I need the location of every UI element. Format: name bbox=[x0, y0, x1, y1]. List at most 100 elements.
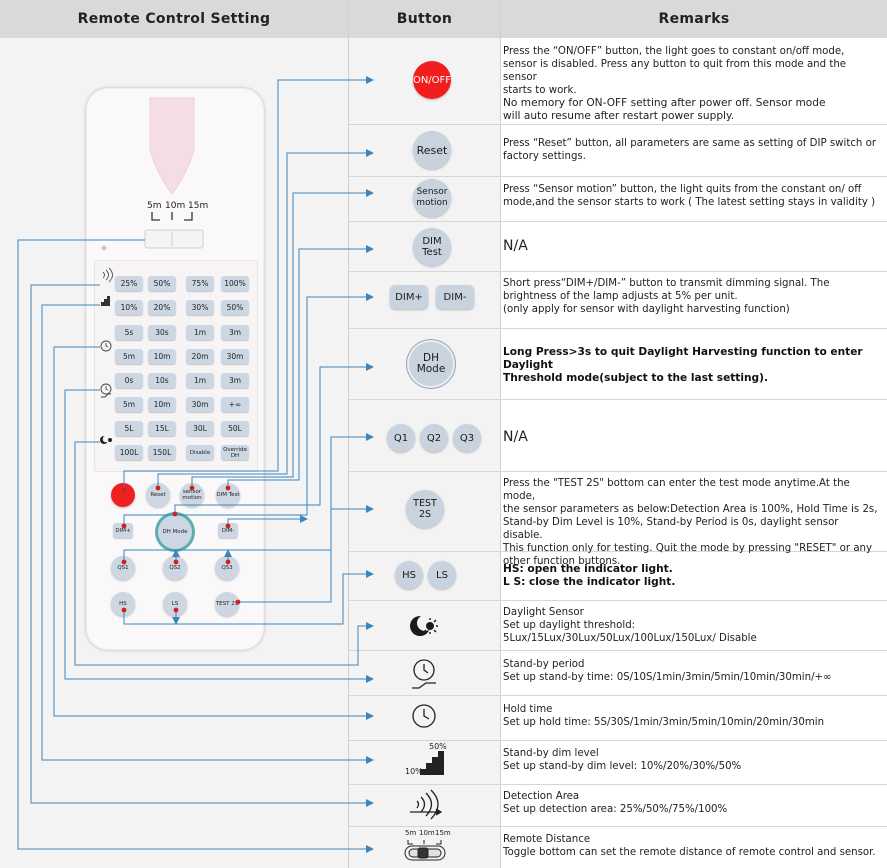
keypad-key-r6-c1[interactable]: 5m bbox=[115, 397, 143, 412]
column-divider bbox=[500, 0, 501, 868]
keypad-key-r6-c3[interactable]: 30m bbox=[186, 397, 214, 412]
anchor-dot bbox=[173, 607, 179, 613]
reset-button[interactable]: Reset bbox=[413, 131, 451, 169]
remark-line: Daylight Sensor bbox=[503, 607, 584, 618]
line-distance bbox=[17, 239, 374, 853]
daylight-mini-icon bbox=[100, 435, 112, 444]
keypad-key-r6-c4[interactable]: +∞ bbox=[221, 397, 249, 412]
row-divider bbox=[349, 551, 887, 552]
indicator-dot bbox=[101, 245, 107, 251]
remark-standby-dim: Stand-by dim level Set up stand-by dim l… bbox=[503, 747, 881, 773]
ls-button[interactable]: LS bbox=[428, 561, 456, 589]
anchor-dot bbox=[173, 559, 179, 565]
remark-line: Set up stand-by time: 0S/10S/1min/3min/5… bbox=[503, 672, 832, 683]
clock-standby-mini-icon bbox=[100, 383, 112, 398]
remote-dim-minus-button[interactable]: DIM- bbox=[218, 523, 238, 538]
keypad-key-r5-c2[interactable]: 10s bbox=[148, 373, 176, 388]
line-dim-test bbox=[227, 245, 374, 488]
keypad-key-r8-c3[interactable]: Disable bbox=[186, 445, 214, 460]
line-standby-period bbox=[64, 389, 374, 683]
remote-test-2s-button[interactable]: TEST 2S bbox=[215, 592, 239, 616]
remark-line: HS: open the indicator light. bbox=[503, 563, 673, 575]
line-sensor-motion bbox=[191, 189, 374, 488]
dim-minus-button[interactable]: DIM- bbox=[436, 285, 474, 309]
keypad-key-r5-c1[interactable]: 0s bbox=[115, 373, 143, 388]
keypad-key-r5-c3[interactable]: 1m bbox=[186, 373, 214, 388]
remark-line: Press “Reset” button, all parameters are… bbox=[503, 138, 877, 149]
keypad-key-r6-c2[interactable]: 10m bbox=[148, 397, 176, 412]
keypad-key-r2-c3[interactable]: 30% bbox=[186, 300, 214, 315]
keypad-key-r1-c2[interactable]: 50% bbox=[148, 276, 176, 291]
keypad-key-r5-c4[interactable]: 3m bbox=[221, 373, 249, 388]
keypad-key-r3-c3[interactable]: 1m bbox=[186, 325, 214, 340]
keypad-key-r2-c4[interactable]: 50% bbox=[221, 300, 249, 315]
header-remote-control-setting: Remote Control Setting bbox=[0, 0, 348, 38]
hs-button[interactable]: HS bbox=[395, 561, 423, 589]
q3-button[interactable]: Q3 bbox=[453, 424, 481, 452]
keypad-key-r8-c4[interactable]: Override DH bbox=[221, 445, 249, 460]
daylight-sensor-icon bbox=[410, 615, 438, 636]
keypad-key-r7-c1[interactable]: 5L bbox=[115, 421, 143, 436]
anchor-dot bbox=[235, 599, 241, 605]
keypad-key-r7-c2[interactable]: 15L bbox=[148, 421, 176, 436]
remark-line: 5Lux/15Lux/30Lux/50Lux/100Lux/150Lux/ Di… bbox=[503, 633, 757, 644]
on-off-button[interactable]: ON/OFF bbox=[413, 61, 451, 99]
dh-mode-button[interactable]: DH Mode bbox=[409, 342, 453, 386]
keypad-key-r8-c2[interactable]: 150L bbox=[148, 445, 176, 460]
remark-line: Stand-by Dim Level is 10%, Stand-by Peri… bbox=[503, 517, 839, 541]
detection-mini-icon bbox=[102, 267, 113, 283]
remote-on-off-button[interactable] bbox=[111, 483, 135, 507]
anchor-dot bbox=[225, 559, 231, 565]
line-standby-dim bbox=[41, 304, 374, 764]
keypad-key-r1-c3[interactable]: 75% bbox=[186, 276, 214, 291]
distance-bracket bbox=[151, 212, 193, 221]
row-divider bbox=[349, 650, 887, 651]
hold-time-icon bbox=[412, 704, 436, 728]
keypad-key-r3-c2[interactable]: 30s bbox=[148, 325, 176, 340]
keypad-key-r4-c2[interactable]: 10m bbox=[148, 349, 176, 364]
dim-plus-button[interactable]: DIM+ bbox=[390, 285, 428, 309]
keypad-key-r2-c2[interactable]: 20% bbox=[148, 300, 176, 315]
keypad-key-r1-c4[interactable]: 100% bbox=[221, 276, 249, 291]
dim-test-button[interactable]: DIM Test bbox=[413, 228, 451, 266]
q2-button[interactable]: Q2 bbox=[420, 424, 448, 452]
keypad-key-r8-c1[interactable]: 100L bbox=[115, 445, 143, 460]
q1-button[interactable]: Q1 bbox=[387, 424, 415, 452]
anchor-dot bbox=[189, 485, 195, 491]
remark-line: No memory for ON-OFF setting after power… bbox=[503, 97, 826, 109]
header-remarks: Remarks bbox=[501, 0, 887, 38]
keypad-key-r4-c1[interactable]: 5m bbox=[115, 349, 143, 364]
remark-line: (only apply for sensor with daylight har… bbox=[503, 304, 790, 315]
keypad-key-r7-c4[interactable]: 50L bbox=[221, 421, 249, 436]
remark-hs-ls: HS: open the indicator light. L S: close… bbox=[503, 563, 881, 589]
remote-dh-mode-button[interactable]: DH Mode bbox=[158, 515, 192, 549]
remark-line: sensor is disabled. Press any button to … bbox=[503, 59, 847, 83]
row-divider bbox=[349, 399, 887, 400]
anchor-dot bbox=[225, 485, 231, 491]
distance-switch[interactable] bbox=[144, 229, 204, 249]
keypad-key-r1-c1[interactable]: 25% bbox=[115, 276, 143, 291]
test-2s-button[interactable]: TEST 2S bbox=[406, 490, 444, 528]
remark-distance: Remote Distance Toggle bottom can set th… bbox=[503, 833, 881, 859]
column-divider bbox=[348, 0, 349, 868]
remark-sensor-motion: Press “Sensor motion” button, the light … bbox=[503, 183, 881, 209]
line-detection bbox=[30, 284, 374, 807]
row-divider bbox=[349, 695, 887, 696]
keypad-key-r3-c4[interactable]: 3m bbox=[221, 325, 249, 340]
keypad-key-r4-c4[interactable]: 30m bbox=[221, 349, 249, 364]
remote-dim-plus-button[interactable]: DIM+ bbox=[113, 523, 133, 538]
keypad-key-r2-c1[interactable]: 10% bbox=[115, 300, 143, 315]
keypad-key-r7-c3[interactable]: 30L bbox=[186, 421, 214, 436]
keypad-key-r3-c1[interactable]: 5s bbox=[115, 325, 143, 340]
line-hs-ls bbox=[123, 570, 374, 625]
row-divider bbox=[349, 784, 887, 785]
sensor-motion-button[interactable]: Sensor motion bbox=[413, 179, 451, 217]
remark-dim-test: N/A bbox=[503, 238, 528, 254]
anchor-dot bbox=[121, 523, 127, 529]
anchor-dot bbox=[121, 559, 127, 565]
keypad-key-r4-c3[interactable]: 20m bbox=[186, 349, 214, 364]
